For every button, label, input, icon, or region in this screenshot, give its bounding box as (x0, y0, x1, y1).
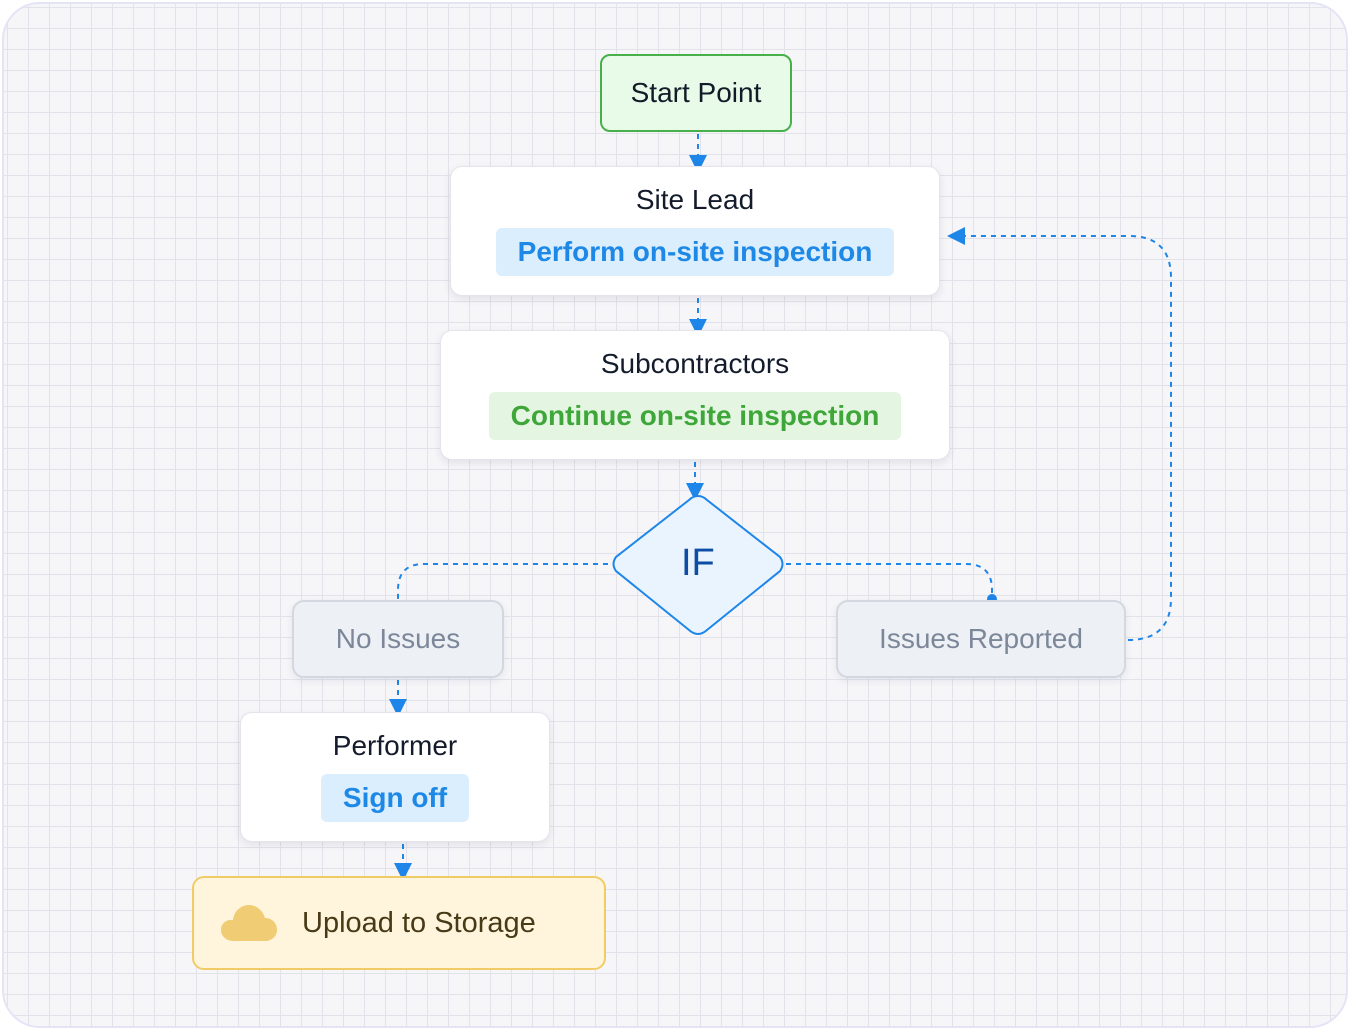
connector-if-to-no-issues (397, 563, 608, 602)
connector-if-to-issues-reported (786, 563, 993, 596)
no-issues-label: No Issues (335, 623, 461, 654)
start-point-label: Start Point (630, 77, 762, 108)
issues-reported-node[interactable]: Issues Reported (836, 600, 1126, 678)
connectors (389, 134, 1172, 881)
issues-reported-label: Issues Reported (879, 623, 1083, 654)
performer-node[interactable]: Performer Sign off (240, 712, 550, 842)
upload-storage-label: Upload to Storage (302, 906, 536, 939)
subcontractors-node[interactable]: Subcontractors Continue on-site inspecti… (440, 330, 950, 460)
site-lead-task: Perform on-site inspection (495, 228, 895, 276)
subcontractors-task: Continue on-site inspection (488, 392, 902, 440)
upload-storage-node[interactable]: Upload to Storage (192, 876, 606, 970)
cloud-icon (221, 905, 277, 941)
connector-issues-loop-back (947, 227, 1172, 641)
no-issues-node[interactable]: No Issues (292, 600, 504, 678)
site-lead-role: Site Lead (635, 184, 755, 215)
performer-role: Performer (332, 730, 458, 761)
start-point-node[interactable]: Start Point (600, 54, 792, 132)
performer-task: Sign off (320, 774, 470, 822)
if-label: IF (681, 542, 715, 584)
if-diamond[interactable] (612, 494, 784, 635)
site-lead-node[interactable]: Site Lead Perform on-site inspection (450, 166, 940, 296)
subcontractors-role: Subcontractors (600, 348, 790, 379)
